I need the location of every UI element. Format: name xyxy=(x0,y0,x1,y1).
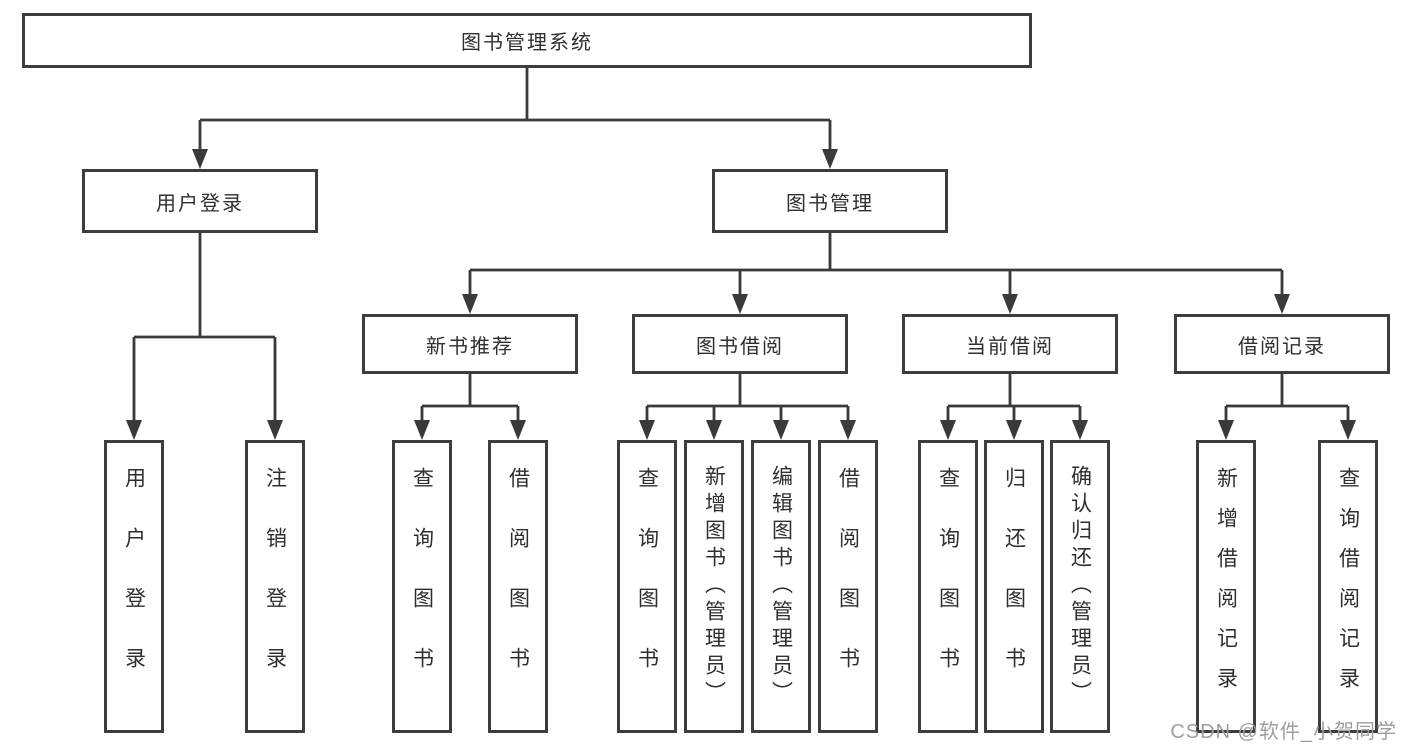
node-cb-return-books: 归还图书 xyxy=(984,440,1044,733)
node-bb-add-books: 新增图书（管理员） xyxy=(684,440,744,733)
node-label-rec-query-books: 查询图书 xyxy=(410,466,434,707)
node-label-bb-borrow-books: 借阅图书 xyxy=(836,466,860,707)
node-label-cb-return-books: 归还图书 xyxy=(1002,466,1026,707)
node-label-logout-action: 注销登录 xyxy=(263,466,287,707)
node-label-br-add-record: 新增借阅记录 xyxy=(1214,466,1238,707)
node-label-cb-confirm-return: 确认归还（管理员） xyxy=(1068,465,1092,708)
node-label-current-borrow: 当前借阅 xyxy=(966,335,1054,358)
node-label-bb-add-books: 新增图书（管理员） xyxy=(702,465,726,708)
node-label-bb-edit-books: 编辑图书（管理员） xyxy=(769,465,793,708)
node-label-br-query-record: 查询借阅记录 xyxy=(1336,466,1360,707)
node-br-query-record: 查询借阅记录 xyxy=(1318,440,1378,733)
node-label-login-action: 用户登录 xyxy=(122,466,146,707)
node-new-book-rec: 新书推荐 xyxy=(362,314,578,374)
node-cb-confirm-return: 确认归还（管理员） xyxy=(1050,440,1110,733)
node-br-add-record: 新增借阅记录 xyxy=(1196,440,1256,733)
node-label-root: 图书管理系统 xyxy=(461,32,593,54)
node-label-borrow-records: 借阅记录 xyxy=(1238,335,1326,358)
node-label-rec-borrow-books: 借阅图书 xyxy=(506,466,530,707)
node-bb-query-books: 查询图书 xyxy=(617,440,677,733)
node-label-book-mgmt: 图书管理 xyxy=(786,192,874,215)
node-cb-query-books: 查询图书 xyxy=(918,440,978,733)
node-borrow-records: 借阅记录 xyxy=(1174,314,1390,374)
node-root: 图书管理系统 xyxy=(22,13,1032,68)
node-label-new-book-rec: 新书推荐 xyxy=(426,335,514,358)
node-rec-query-books: 查询图书 xyxy=(392,440,452,733)
node-label-bb-query-books: 查询图书 xyxy=(635,466,659,707)
node-bb-edit-books: 编辑图书（管理员） xyxy=(751,440,811,733)
node-logout-action: 注销登录 xyxy=(245,440,305,733)
node-current-borrow: 当前借阅 xyxy=(902,314,1118,374)
node-book-mgmt: 图书管理 xyxy=(712,169,948,233)
node-label-user-login: 用户登录 xyxy=(156,192,244,215)
node-login-action: 用户登录 xyxy=(104,440,164,733)
node-label-book-borrow: 图书借阅 xyxy=(696,335,784,358)
watermark: CSDN @软件_小贺同学 xyxy=(1170,721,1397,743)
node-book-borrow: 图书借阅 xyxy=(632,314,848,374)
node-label-cb-query-books: 查询图书 xyxy=(936,466,960,707)
node-user-login: 用户登录 xyxy=(82,169,318,233)
node-bb-borrow-books: 借阅图书 xyxy=(818,440,878,733)
node-rec-borrow-books: 借阅图书 xyxy=(488,440,548,733)
